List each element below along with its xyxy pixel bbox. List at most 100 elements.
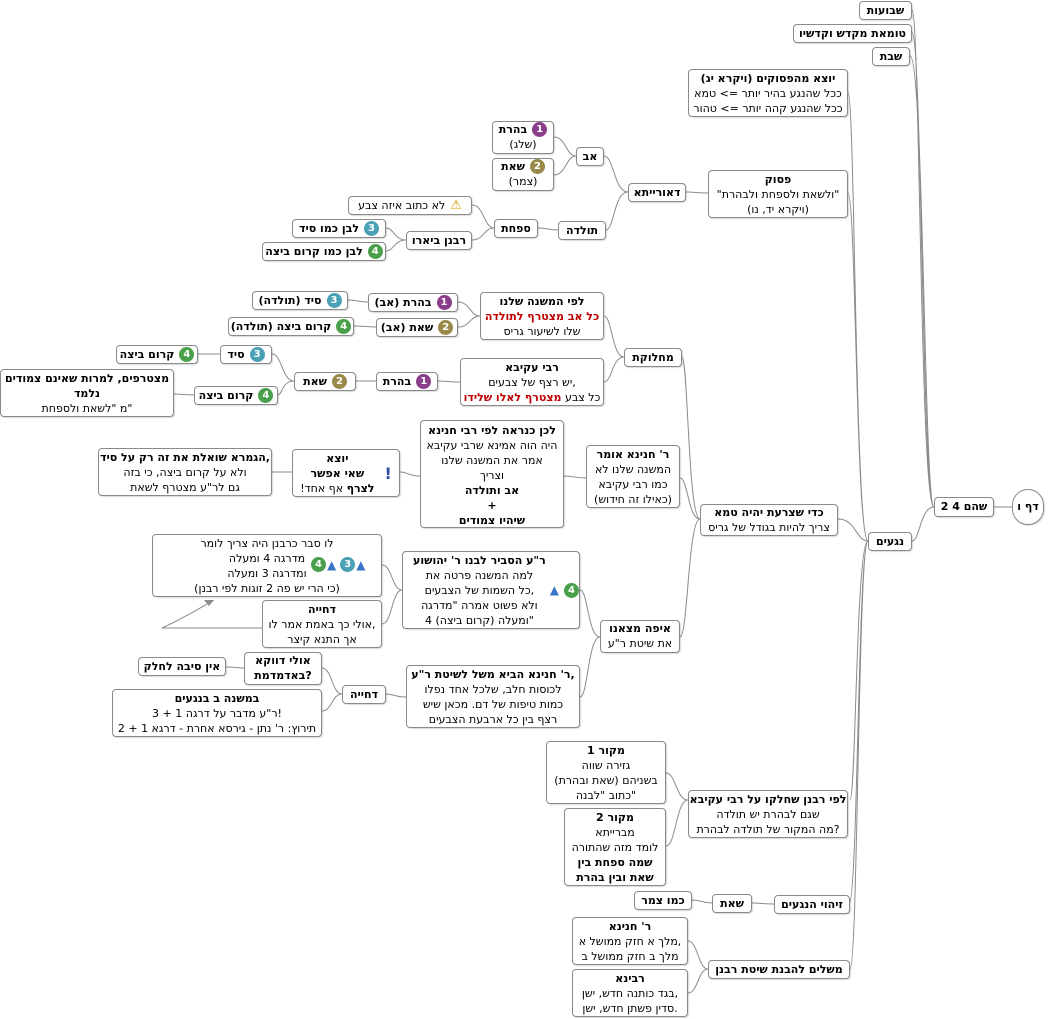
text: קרום ביצה: [119, 348, 175, 361]
row: ⚠לא כתוב איזה צבע: [349, 197, 471, 214]
node-ra-hisbir[interactable]: ר"ע הסביר לבנו ר' יהושוע למה המשנה פרטה …: [402, 551, 580, 629]
text: בשניהם (שאת ובהרת): [554, 774, 658, 787]
node-mishna-b[interactable]: במשנה ב בנגעים ר"ע מדבר על דרגה 1 + 3! ת…: [112, 689, 322, 737]
node-r-chanina-hevi[interactable]: ר' חנינא הביא משל לשיטת ר"ע, לכוסות חלב,…: [406, 665, 580, 728]
node-lachen[interactable]: לכן כנראה לפי רבי חנינא היה הוה אמינא שר…: [420, 420, 564, 528]
text: ר' חנינא: [608, 920, 652, 933]
node-mitztarfim[interactable]: מצטרפים, למרות שאינם צמודים נלמד מ "לשאת…: [0, 369, 174, 417]
priority-icon: 2: [438, 320, 454, 335]
text: בגד כותנה חדש, ישן,: [581, 987, 679, 1000]
text: כל צבע מצטרף לאלו שלידו: [461, 390, 603, 405]
node-ravina[interactable]: רבינא בגד כותנה חדש, ישן, סדין פשתן חדש,…: [572, 969, 688, 1017]
arrowhead: [204, 600, 214, 606]
text: פסוק: [764, 173, 792, 186]
priority-icon: 3: [249, 347, 265, 362]
arrow-up-icon: ▲: [549, 583, 559, 597]
text: היה הוה אמינא שרבי עקיבא: [426, 439, 558, 452]
text: ר' חנינא הביא משל לשיטת ר"ע,: [411, 668, 575, 681]
node-tumat-mikdash[interactable]: טומאת מקדש וקדשיו: [793, 24, 912, 43]
text: כמו רבי עקיבא: [598, 478, 668, 491]
text: רבינא: [615, 972, 645, 985]
node-lo-katuv[interactable]: ⚠לא כתוב איזה צבע: [348, 196, 472, 215]
node-rabbanan-biaru[interactable]: רבנן ביארו: [406, 231, 472, 250]
node-dechiya1[interactable]: דחייה אולי כך באמת אמר לו, אך התנא קיצר: [262, 600, 382, 648]
node-gemara-shoelet[interactable]: הגמרא שואלת את זה רק על סיד, ולא על קרום…: [98, 448, 272, 496]
text: שאת: [501, 160, 525, 173]
node-dechiya2[interactable]: דחייה: [342, 685, 386, 704]
text: למה המשנה פרטה את: [425, 569, 534, 582]
priority-icon: 4: [311, 557, 326, 572]
priority-icon: 3: [340, 557, 356, 572]
node-deoraita[interactable]: דאורייתא: [628, 183, 686, 202]
node-makor2[interactable]: מקור 2 מברייתא לומד מזה שהתורה שמה ספחת …: [564, 808, 666, 886]
text: רצף בין כל ארבעת הצבעים: [428, 713, 558, 726]
node-lefi-rabbanan[interactable]: לפי רבנן שחלקו על רבי עקיבא שגם לבהרת יש…: [688, 790, 848, 838]
text: כדי שצרעת יהיה טמא: [714, 506, 824, 519]
node-eifo-matzanu[interactable]: איפה מצאנו את שיטת ר"ע: [600, 620, 680, 653]
root-node[interactable]: דף ו: [1012, 489, 1044, 525]
exclamation-icon: !: [384, 464, 392, 483]
arrow-up-icon: ▲: [356, 557, 366, 572]
node-ulai-davka[interactable]: אולי דווקא באדמדמת?: [244, 652, 322, 685]
text: ר' חנינא אומר: [596, 448, 670, 461]
node-rabbi-akiva[interactable]: רבי עקיבא יש רצף של צבעים, כל צבע מצטרף …: [460, 358, 604, 406]
text: כל אב מצטרף לתולדה: [484, 310, 600, 323]
row: לו סבר כרבנן היה צריך לומר מדרגה 4 ומעלה…: [153, 536, 381, 596]
node-lu-savar[interactable]: לו סבר כרבנן היה צריך לומר מדרגה 4 ומעלה…: [152, 534, 382, 597]
node-kmo-tzemer[interactable]: כמו צמר: [634, 891, 692, 910]
priority-icon: 2: [331, 374, 347, 389]
priority-icon: 3: [326, 293, 342, 308]
node-yotze-shei-efshar[interactable]: יוצא שאי אפשר לצרף אף אחד! !: [292, 449, 400, 497]
text: צריך להיות בגודל של גריס: [708, 521, 830, 534]
node-makor1[interactable]: מקור 1 גזירה שווה בשניהם (שאת ובהרת) כתו…: [546, 741, 666, 804]
node-meshalim[interactable]: משלים להבנת שיטת רבנן: [708, 960, 850, 979]
text: אולי כך באמת אמר לו,: [268, 618, 376, 631]
node-kdei-shetzaraat[interactable]: כדי שצרעת יהיה טמא צריך להיות בגודל של ג…: [700, 504, 838, 536]
text: מלך א חזק ממושל א,: [578, 935, 682, 948]
node-shevuot[interactable]: שבועות: [859, 1, 912, 20]
text: גם לר"ע מצטרף לשאת: [130, 481, 240, 494]
node-toldah[interactable]: תולדה: [558, 221, 606, 240]
node-lefi-hamishna[interactable]: לפי המשנה שלנו כל אב מצטרף לתולדה שלו לש…: [480, 292, 604, 340]
node-machloket[interactable]: מחלוקת: [624, 348, 682, 367]
priority-icon: 3: [363, 221, 379, 236]
node-yotze-mehapsukim[interactable]: יוצא מהפסוקים (ויקרא יג) ככל שהנגע בהיר …: [688, 69, 848, 117]
text: מקור 1: [587, 744, 625, 757]
node-sapachat[interactable]: ספחת: [494, 219, 538, 238]
node-zihui[interactable]: זיהוי הנגעים: [774, 895, 850, 914]
node-2-shehem-4[interactable]: 2 שהם 4: [934, 497, 994, 517]
text: בהרת: [498, 123, 528, 136]
row: יוצא שאי אפשר לצרף אף אחד! !: [293, 451, 399, 496]
node-seet3[interactable]: שאת: [712, 894, 752, 913]
node-ein-siba[interactable]: אין סיבה לחלק: [138, 657, 226, 676]
node-pasuk[interactable]: פסוק "ולשאת ולספחת ולבהרת" (ויקרא יד, נו…: [708, 170, 848, 218]
text: קרום ביצה: [198, 389, 254, 402]
text: שיהיו צמודים: [458, 514, 526, 527]
node-r-chanina-omer[interactable]: ר' חנינא אומר המשנה שלנו לא כמו רבי עקיב…: [586, 445, 680, 508]
text: איפה מצאנו: [609, 622, 671, 635]
text: כתוב "לבנה": [575, 789, 637, 802]
node-shabbat[interactable]: שבת: [872, 47, 910, 66]
node-av[interactable]: אב: [576, 147, 604, 166]
node-r-chanina-melech[interactable]: ר' חנינא מלך א חזק ממושל א, מלך ב חזק ממ…: [572, 917, 688, 965]
column: ר"ע הסביר לבנו ר' יהושוע למה המשנה פרטה …: [413, 553, 546, 628]
text: סדין פשתן חדש, ישן.: [582, 1002, 678, 1015]
node-negaim[interactable]: נגעים: [868, 532, 912, 551]
